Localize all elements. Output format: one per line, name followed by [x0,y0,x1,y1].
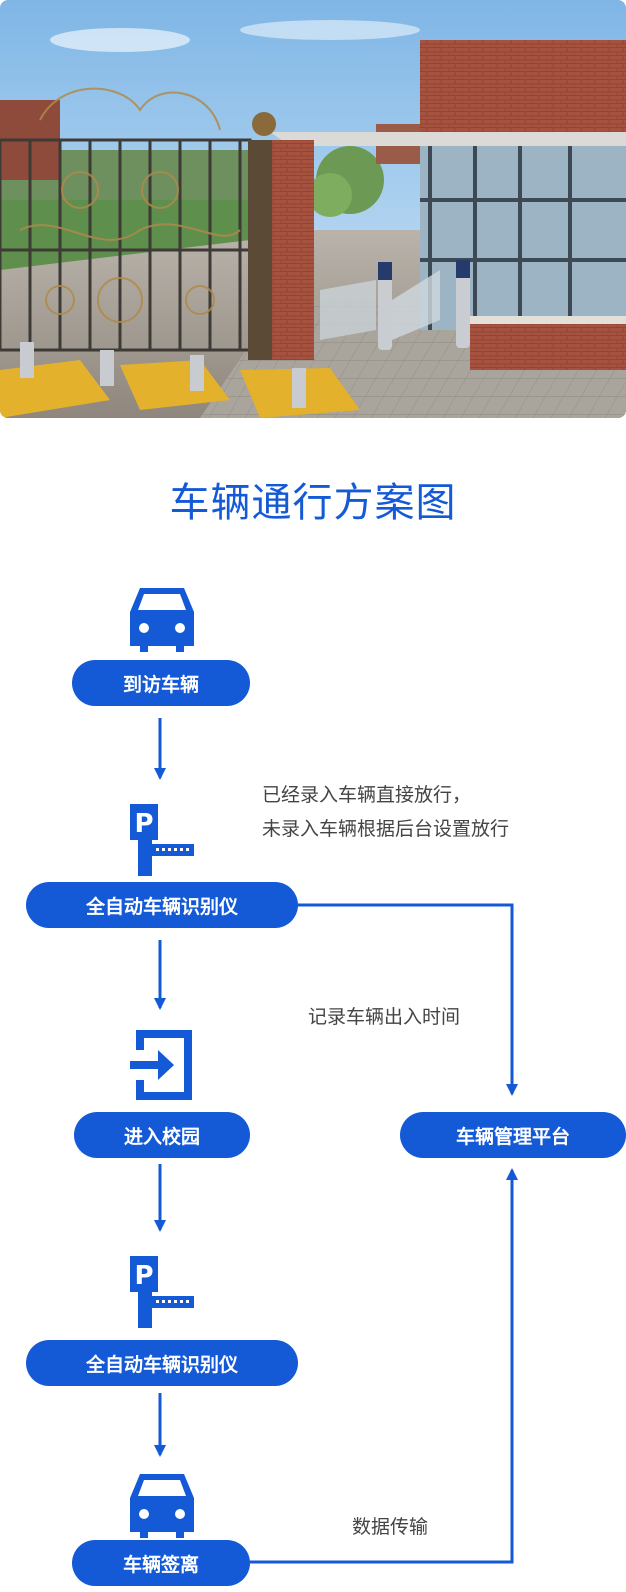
node-label: 到访车辆 [122,673,199,696]
note-line: 已经录入车辆直接放行， [262,784,472,806]
svg-text:P: P [134,1261,153,1291]
svg-text:P: P [134,809,153,839]
diagram-title: 车辆通行方案图 [169,480,457,526]
node-enter-campus: 进入校园 [74,1112,250,1158]
node-label: 车辆管理平台 [455,1125,570,1148]
parking-barrier-icon: P [130,804,194,876]
note-line: 数据传输 [352,1516,429,1538]
note-recognize-policy: 已经录入车辆直接放行， 未录入车辆根据后台设置放行 [262,778,509,846]
node-label: 全自动车辆识别仪 [85,895,238,918]
node-vehicle-platform: 车辆管理平台 [400,1112,626,1158]
arrow-checkout-to-platform [250,1168,518,1564]
campus-gate-photo [0,0,626,418]
node-label: 进入校园 [123,1125,200,1148]
note-line: 记录车辆出入时间 [308,1006,461,1028]
arrow-recognizer-to-platform [296,903,518,1096]
node-label: 全自动车辆识别仪 [85,1353,238,1376]
enter-icon [130,1030,192,1100]
node-vehicle-checkout: 车辆签离 [72,1540,250,1586]
parking-barrier-icon: P [130,1256,194,1328]
note-line: 未录入车辆根据后台设置放行 [262,818,510,840]
car-icon [130,588,194,652]
car-icon [130,1474,194,1538]
node-visitor-vehicle: 到访车辆 [72,660,250,706]
note-record-time: 记录车辆出入时间 [308,1000,460,1034]
node-auto-recognizer-2: 全自动车辆识别仪 [26,1340,298,1386]
note-data-transfer: 数据传输 [352,1510,428,1544]
node-label: 车辆签离 [122,1553,199,1576]
node-auto-recognizer-1: 全自动车辆识别仪 [26,882,298,928]
